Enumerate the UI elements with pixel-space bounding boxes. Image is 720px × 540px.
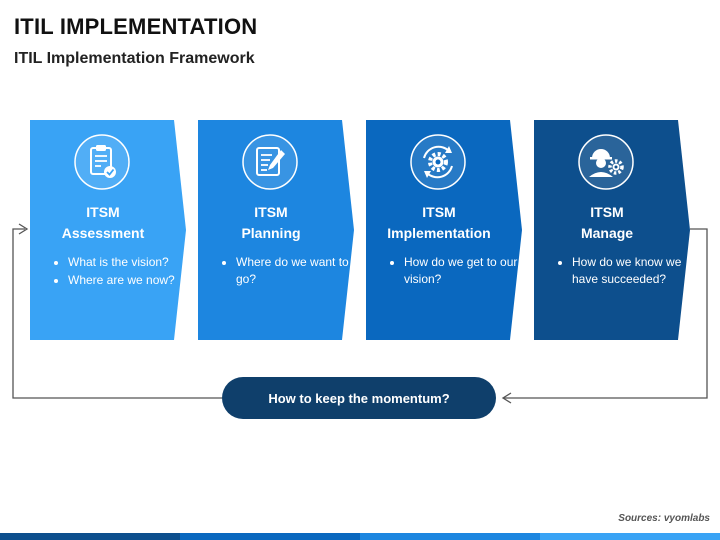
footer-bar-segment — [180, 533, 360, 540]
footer-bar-segment — [360, 533, 540, 540]
step-bullets: How do we get to our vision? — [386, 254, 526, 289]
step-heading: ITSM Implementation — [387, 204, 491, 241]
loop-arrowhead-left — [18, 223, 29, 235]
step-heading: ITSM Planning — [241, 204, 301, 241]
loop-connector-left — [12, 228, 222, 399]
step-shape-manage — [534, 120, 690, 340]
bullet-item: What is the vision? — [68, 254, 190, 271]
step-heading: ITSM Assessment — [61, 204, 145, 241]
step-shape-planning — [198, 120, 354, 340]
footer-bar-segment — [540, 533, 720, 540]
footer-bar-segment — [0, 533, 180, 540]
bullet-item: How do we get to our vision? — [404, 254, 526, 288]
step-manage: ITSM Manage How do we know we have succe… — [534, 120, 684, 340]
keep-momentum-button[interactable]: How to keep the momentum? — [222, 377, 496, 419]
bullet-item: Where are we now? — [68, 272, 190, 289]
step-bullets: How do we know we have succeeded? — [554, 254, 694, 289]
bullet-item: How do we know we have succeeded? — [572, 254, 694, 288]
step-planning: ITSM Planning Where do we want to go? — [198, 120, 349, 340]
step-bullets: What is the vision? Where are we now? — [50, 254, 190, 290]
step-assessment: ITSM Assessment What is the vision? Wher… — [30, 120, 180, 340]
footer-color-bar — [0, 533, 720, 540]
step-bullets: Where do we want to go? — [218, 254, 358, 289]
bullet-item: Where do we want to go? — [236, 254, 358, 288]
page-subtitle: ITIL Implementation Framework — [14, 50, 255, 67]
loop-arrowhead-right — [501, 392, 512, 404]
page-title: ITIL IMPLEMENTATION — [14, 14, 258, 39]
step-implementation: ITSM Implementation How do we get to our… — [366, 120, 517, 340]
document-edit-icon — [242, 134, 298, 190]
engineer-gear-icon — [578, 134, 634, 190]
step-heading: ITSM Manage — [580, 204, 634, 241]
source-note: Sources: vyomlabs — [618, 513, 710, 524]
step-shape-implementation — [366, 120, 522, 340]
gear-cycle-icon — [410, 134, 466, 190]
step-shape-assessment — [30, 120, 186, 340]
loop-connector-right — [504, 228, 708, 399]
clipboard-check-icon — [74, 134, 130, 190]
